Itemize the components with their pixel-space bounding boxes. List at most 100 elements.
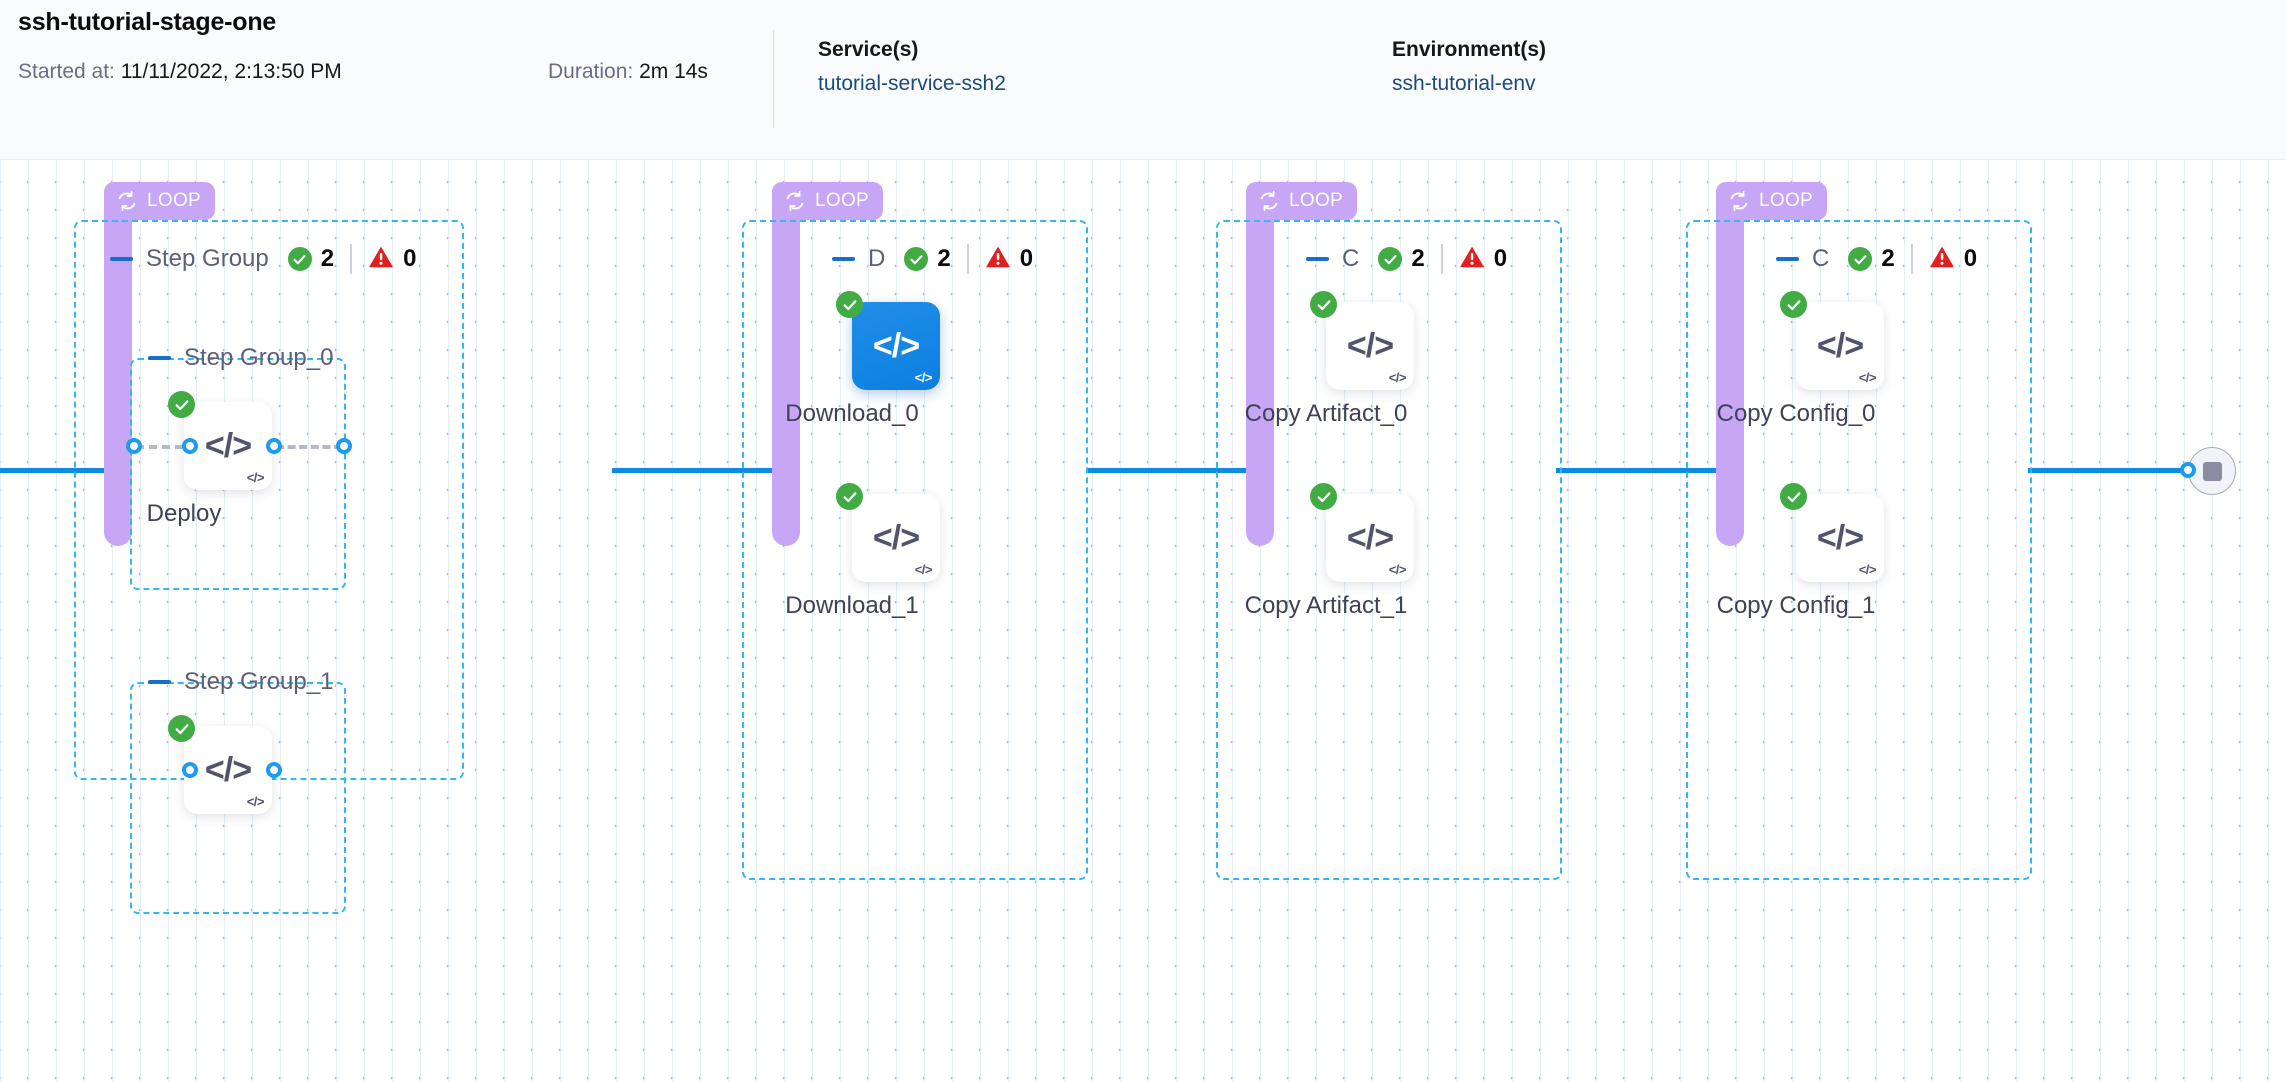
loop-group-box bbox=[1686, 220, 2032, 880]
node-card[interactable]: </> </> bbox=[1796, 302, 1884, 390]
pipeline-canvas[interactable]: LOOP Step Group 2 0 bbox=[0, 160, 2286, 1082]
collapse-dash-icon[interactable] bbox=[148, 356, 171, 360]
port-group-right[interactable] bbox=[336, 438, 352, 454]
started-at-label: Started at: bbox=[18, 60, 115, 83]
connector-rail-start bbox=[0, 468, 104, 473]
connector-rail-3 bbox=[1556, 468, 1716, 473]
check-circle-icon bbox=[1848, 247, 1873, 271]
node-card[interactable]: </> </> bbox=[1326, 494, 1414, 582]
header-divider bbox=[773, 30, 774, 128]
code-icon: </> bbox=[1816, 327, 1864, 365]
sub-connector-left bbox=[136, 445, 196, 453]
execution-header: ssh-tutorial-stage-one Started at: 11/11… bbox=[0, 0, 2286, 160]
group-label: D bbox=[868, 245, 886, 272]
end-node[interactable] bbox=[2188, 447, 2236, 495]
loop-icon bbox=[116, 190, 138, 212]
loop-group-box bbox=[742, 220, 1088, 880]
group-counts: 2 0 bbox=[904, 244, 1033, 274]
node-card[interactable]: </> </> bbox=[1326, 302, 1414, 390]
code-icon: </> bbox=[204, 427, 252, 465]
step-group-header-0: Step Group_0 bbox=[148, 344, 333, 372]
loop-badge: LOOP bbox=[772, 182, 883, 220]
step-group-box-1 bbox=[130, 682, 346, 914]
warning-triangle-icon bbox=[1459, 245, 1485, 274]
node-label: Download_1 bbox=[785, 592, 919, 619]
node-card[interactable]: </> </> bbox=[1796, 494, 1884, 582]
code-mini-icon: </> bbox=[246, 470, 265, 485]
loop-bar bbox=[104, 182, 132, 546]
group-header: C 2 0 bbox=[1776, 244, 1977, 274]
group-header: C 2 0 bbox=[1306, 244, 1507, 274]
group-counts: 2 0 bbox=[287, 244, 417, 274]
collapse-dash-icon[interactable] bbox=[832, 257, 855, 261]
check-circle-icon bbox=[836, 483, 863, 510]
check-circle-icon bbox=[168, 715, 195, 742]
code-icon: </> bbox=[1346, 519, 1394, 557]
loop-icon bbox=[1258, 190, 1280, 212]
code-mini-icon: </> bbox=[914, 370, 933, 385]
step-group-box-0 bbox=[130, 358, 346, 590]
duration-row: Duration: 2m 14s bbox=[548, 60, 708, 84]
check-circle-icon bbox=[168, 391, 195, 418]
collapse-dash-icon[interactable] bbox=[1306, 257, 1329, 261]
service-link[interactable]: tutorial-service-ssh2 bbox=[818, 72, 1006, 95]
node-card[interactable]: </> </> bbox=[852, 302, 940, 390]
collapse-dash-icon[interactable] bbox=[110, 257, 133, 261]
collapse-dash-icon[interactable] bbox=[148, 680, 171, 684]
count-separator bbox=[1440, 244, 1443, 274]
started-at-row: Started at: 11/11/2022, 2:13:50 PM bbox=[18, 60, 342, 84]
port-end-node[interactable] bbox=[2180, 462, 2196, 478]
loop-badge: LOOP bbox=[104, 182, 215, 220]
node-label: Copy Config_0 bbox=[1716, 400, 1876, 427]
group-header: D 2 0 bbox=[832, 244, 1033, 274]
warning-triangle-icon bbox=[985, 245, 1011, 274]
check-circle-icon bbox=[1780, 291, 1807, 318]
warning-triangle-icon bbox=[1929, 245, 1955, 274]
services-column: Service(s) tutorial-service-ssh2 bbox=[818, 38, 1006, 96]
node-label: Deploy bbox=[146, 500, 222, 527]
check-circle-icon bbox=[1378, 247, 1403, 271]
duration-label: Duration: bbox=[548, 60, 634, 83]
connector-rail-end bbox=[2028, 468, 2188, 473]
node-card[interactable]: </> </> bbox=[184, 726, 272, 814]
group-header: Step Group 2 0 bbox=[110, 244, 416, 274]
group-counts: 2 0 bbox=[1378, 244, 1507, 274]
sub-connector-right bbox=[276, 445, 342, 453]
environment-link[interactable]: ssh-tutorial-env bbox=[1392, 72, 1536, 95]
duration-value: 2m 14s bbox=[639, 60, 708, 83]
code-mini-icon: </> bbox=[1388, 562, 1407, 577]
port-node-in[interactable] bbox=[182, 438, 198, 454]
port-node-out[interactable] bbox=[266, 762, 282, 778]
environments-column: Environment(s) ssh-tutorial-env bbox=[1392, 38, 1546, 96]
loop-bar bbox=[772, 182, 800, 546]
success-count: 2 bbox=[1881, 245, 1895, 272]
success-count: 2 bbox=[937, 245, 951, 272]
page-title: ssh-tutorial-stage-one bbox=[18, 8, 277, 36]
code-mini-icon: </> bbox=[1858, 370, 1877, 385]
started-at-value: 11/11/2022, 2:13:50 PM bbox=[120, 60, 342, 83]
collapse-dash-icon[interactable] bbox=[1776, 257, 1799, 261]
code-icon: </> bbox=[1346, 327, 1394, 365]
group-counts: 2 0 bbox=[1848, 244, 1977, 274]
node-card[interactable]: </> </> bbox=[184, 402, 272, 490]
code-mini-icon: </> bbox=[246, 794, 265, 809]
port-node-in[interactable] bbox=[182, 762, 198, 778]
port-group-left[interactable] bbox=[126, 438, 142, 454]
error-count: 0 bbox=[1019, 245, 1034, 272]
node-card[interactable]: </> </> bbox=[852, 494, 940, 582]
warning-triangle-icon bbox=[368, 245, 394, 274]
port-node-out[interactable] bbox=[266, 438, 282, 454]
node-label: Copy Config_1 bbox=[1716, 592, 1876, 619]
node-label: Download_0 bbox=[785, 400, 919, 427]
group-label: Step Group bbox=[146, 245, 269, 272]
code-icon: </> bbox=[204, 751, 252, 789]
error-count: 0 bbox=[1963, 245, 1978, 272]
loop-badge-label: LOOP bbox=[147, 190, 201, 211]
error-count: 0 bbox=[403, 245, 417, 272]
loop-bar bbox=[1246, 182, 1274, 546]
loop-badge: LOOP bbox=[1246, 182, 1357, 220]
node-label: Copy Artifact_1 bbox=[1244, 592, 1408, 619]
count-separator bbox=[966, 244, 969, 274]
loop-badge: LOOP bbox=[1716, 182, 1827, 220]
connector-rail-2 bbox=[1086, 468, 1246, 473]
